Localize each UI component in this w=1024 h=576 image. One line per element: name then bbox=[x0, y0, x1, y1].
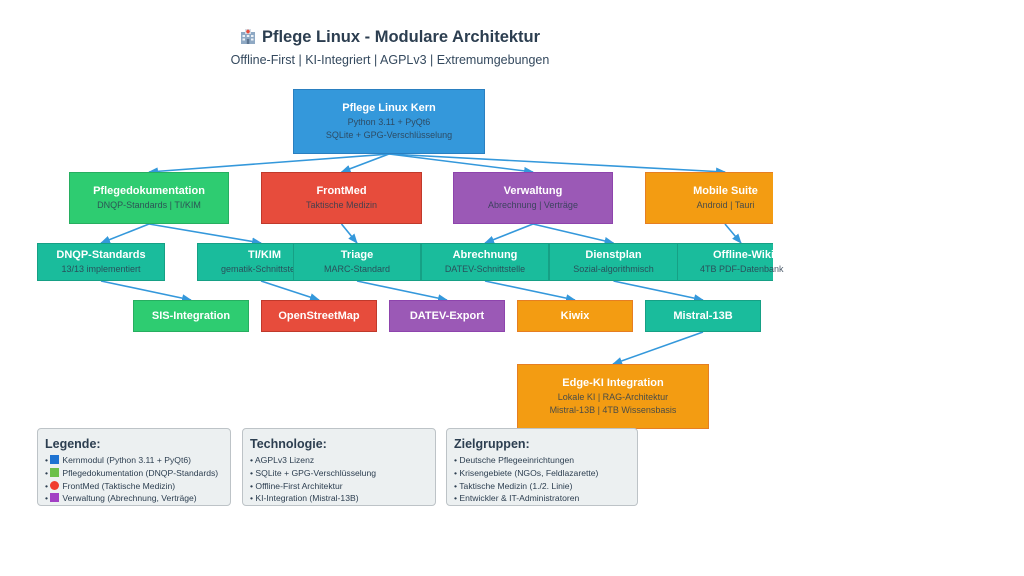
edge-abrechnung-to-kiwix bbox=[484, 280, 576, 303]
edge-core-to-frontmed bbox=[340, 153, 390, 173]
node-openstreetmap[interactable]: OpenStreetMap bbox=[261, 300, 377, 332]
edge-dnqp-to-sis bbox=[100, 280, 192, 303]
node-edge-ki-integration[interactable]: Edge-KI Integration Lokale KI | RAG-Arch… bbox=[517, 364, 709, 429]
edge-mistral-to-edgeki bbox=[612, 331, 704, 365]
node-subtitle: SQLite + GPG-Verschlüsselung bbox=[325, 130, 453, 140]
edge-triage-to-datev bbox=[356, 280, 448, 303]
technology-item: • SQLite + GPG-Verschlüsselung bbox=[250, 467, 377, 478]
node-title: Verwaltung bbox=[503, 185, 563, 197]
audience-item: • Deutsche Pflegeeinrichtungen bbox=[454, 455, 575, 465]
node-mistral-13b[interactable]: Mistral-13B bbox=[645, 300, 761, 332]
node-subtitle: 13/13 implementiert bbox=[61, 264, 141, 274]
node-abrechnung[interactable]: Abrechnung DATEV-Schnittstelle bbox=[421, 243, 549, 281]
node-subtitle: Lokale KI | RAG-Architektur bbox=[557, 392, 669, 402]
node-datev-export[interactable]: DATEV-Export bbox=[389, 300, 505, 332]
diagram-title: Pflege Linux - Modulare Architektur bbox=[230, 28, 550, 47]
edge-mobile-to-wiki bbox=[724, 223, 742, 244]
node-triage[interactable]: Triage MARC-Standard bbox=[293, 243, 421, 281]
technology-item: • Offline-First Architektur bbox=[250, 480, 343, 491]
node-title: Mobile Suite bbox=[693, 185, 758, 197]
edge-verwaltung-to-abrechnung bbox=[484, 223, 534, 244]
node-subtitle: Abrechnung | Verträge bbox=[488, 200, 578, 210]
node-subtitle: MARC-Standard bbox=[323, 264, 391, 274]
node-title: OpenStreetMap bbox=[278, 309, 360, 322]
legend-item: • Pflegedokumentation (DNQP-Standards) bbox=[45, 467, 219, 478]
edge-core-to-verwaltung bbox=[388, 153, 534, 175]
legend-item: • FrontMed (Taktische Medizin) bbox=[45, 480, 176, 491]
node-subtitle: DATEV-Schnittstelle bbox=[444, 264, 526, 274]
node-core[interactable]: Pflege Linux Kern Python 3.11 + PyQt6 SQ… bbox=[293, 89, 485, 154]
node-title: Edge-KI Integration bbox=[562, 377, 664, 389]
audience-item: • Krisengebiete (NGOs, Feldlazarette) bbox=[454, 467, 599, 478]
node-title: SIS-Integration bbox=[151, 309, 231, 322]
legend-panel: Legende: • Kernmodul (Python 3.11 + PyQt… bbox=[37, 428, 231, 506]
node-subtitle: Android | Tauri bbox=[696, 200, 755, 210]
node-title: Pflege Linux Kern bbox=[342, 102, 436, 114]
node-verwaltung[interactable]: Verwaltung Abrechnung | Verträge bbox=[453, 172, 613, 224]
node-sis-integration[interactable]: SIS-Integration bbox=[133, 300, 249, 332]
node-subtitle: gematik-Schnittstelle bbox=[221, 264, 305, 274]
blue-square-icon bbox=[50, 455, 60, 464]
node-dienstplan[interactable]: Dienstplan Sozial-algorithmisch bbox=[549, 243, 678, 281]
title-text: Pflege Linux - Modulare Architektur bbox=[261, 28, 541, 46]
edge-dienstplan-to-mistral bbox=[613, 280, 704, 303]
node-frontmed[interactable]: FrontMed Taktische Medizin bbox=[261, 172, 422, 224]
node-title: Dienstplan bbox=[585, 249, 642, 261]
technology-item: • AGPLv3 Lizenz bbox=[250, 455, 315, 465]
audience-item: • Taktische Medizin (1./2. Linie) bbox=[454, 480, 573, 491]
node-subtitle: 4TB PDF-Datenbank bbox=[700, 264, 784, 274]
node-dnqp-standards[interactable]: DNQP-Standards 13/13 implementiert bbox=[37, 243, 165, 281]
audience-title: Zielgruppen: bbox=[454, 437, 530, 451]
node-pflegedokumentation[interactable]: Pflegedokumentation DNQP-Standards | TI/… bbox=[69, 172, 229, 224]
edge-tikim-to-osm bbox=[260, 280, 320, 301]
node-title: TI/KIM bbox=[248, 249, 281, 261]
edge-pflegedoku-to-tikim bbox=[148, 223, 262, 246]
diagram-subtitle: Offline-First | KI-Integriert | AGPLv3 |… bbox=[230, 53, 550, 67]
node-kiwix[interactable]: Kiwix bbox=[517, 300, 633, 332]
edge-frontmed-to-triage bbox=[340, 223, 358, 244]
node-title: Pflegedokumentation bbox=[93, 185, 205, 197]
node-offline-wiki[interactable]: Offline-Wiki 4TB PDF-Datenbank bbox=[677, 243, 784, 281]
node-title: DATEV-Export bbox=[409, 309, 485, 322]
technology-item: • KI-Integration (Mistral-13B) bbox=[250, 493, 359, 504]
technology-title: Technologie: bbox=[250, 437, 327, 451]
node-ti-kim[interactable]: TI/KIM gematik-Schnittstelle bbox=[197, 243, 304, 281]
node-subtitle: Python 3.11 + PyQt6 bbox=[347, 117, 431, 127]
audience-item: • Entwickler & IT-Administratoren bbox=[454, 493, 580, 504]
technology-panel: Technologie: • AGPLv3 Lizenz • SQLite + … bbox=[242, 428, 436, 506]
purple-square-icon bbox=[50, 493, 60, 503]
node-subtitle: Sozial-algorithmisch bbox=[573, 264, 654, 274]
node-title: FrontMed bbox=[316, 185, 367, 197]
green-square-icon bbox=[50, 467, 60, 477]
node-title: DNQP-Standards bbox=[56, 249, 146, 261]
legend-title: Legende: bbox=[45, 437, 101, 451]
node-title: Abrechnung bbox=[452, 249, 518, 261]
red-circle-icon bbox=[50, 480, 60, 490]
node-title: Triage bbox=[340, 249, 374, 261]
edge-verwaltung-to-dienstplan bbox=[532, 223, 615, 245]
node-title: Kiwix bbox=[560, 309, 590, 322]
hospital-icon bbox=[240, 29, 256, 44]
edge-core-to-pflegedoku bbox=[148, 153, 390, 176]
node-mobile-suite[interactable]: Mobile Suite Android | Tauri bbox=[645, 172, 773, 224]
edge-pflegedoku-to-dnqp bbox=[100, 223, 150, 244]
node-subtitle: DNQP-Standards | TI/KIM bbox=[97, 200, 201, 210]
node-title: Offline-Wiki bbox=[713, 249, 775, 261]
audience-panel: Zielgruppen: • Deutsche Pflegeeinrichtun… bbox=[446, 428, 638, 506]
legend-item: • Kernmodul (Python 3.11 + PyQt6) bbox=[45, 455, 191, 465]
legend-item: • Verwaltung (Abrechnung, Verträge) bbox=[45, 493, 197, 504]
node-subtitle: Taktische Medizin bbox=[305, 200, 378, 210]
node-title: Mistral-13B bbox=[673, 309, 733, 322]
edge-core-to-mobile bbox=[388, 153, 726, 176]
node-subtitle: Mistral-13B | 4TB Wissensbasis bbox=[549, 405, 677, 415]
